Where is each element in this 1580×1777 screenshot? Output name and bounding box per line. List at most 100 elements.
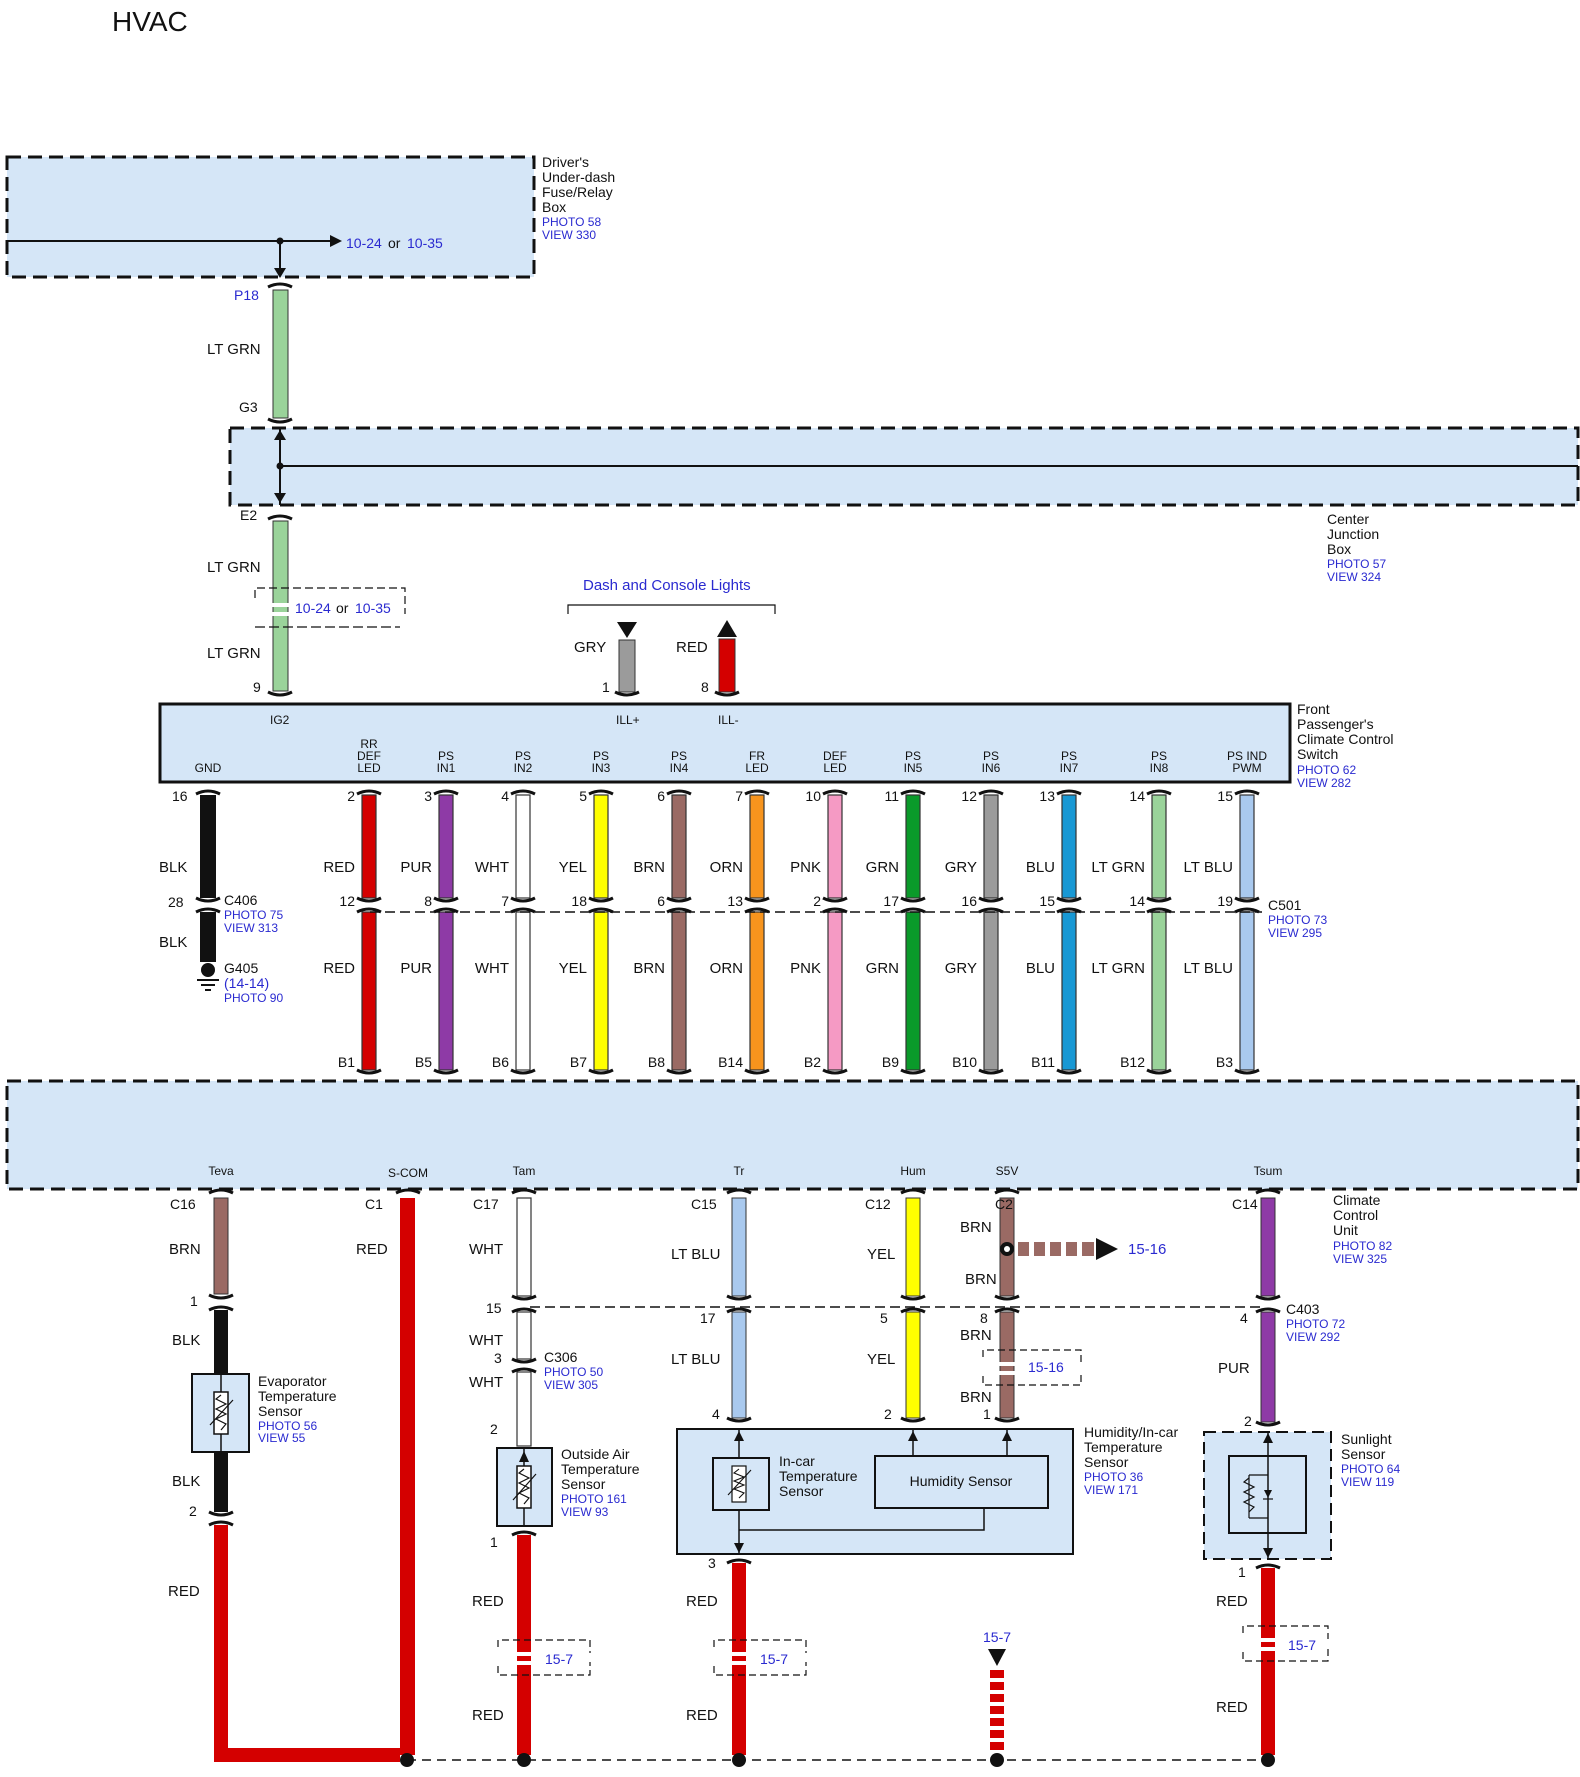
- s5v-wire-2: BRN: [965, 1271, 997, 1288]
- evap-view-link[interactable]: VIEW 55: [258, 1431, 306, 1445]
- dash-lights-red-pin: 8: [701, 679, 709, 695]
- ccu-pin-number: B2: [804, 1054, 821, 1070]
- switch-terminal-label: PS IND: [1227, 749, 1267, 763]
- wire-color-label: WHT: [475, 960, 509, 977]
- c501-pin-number: 6: [657, 893, 665, 909]
- g405-photo-link[interactable]: PHOTO 90: [224, 991, 283, 1005]
- wire-color-label: PUR: [400, 960, 432, 977]
- outside-air-wire-5: RED: [472, 1707, 504, 1724]
- outside-air-sensor-circuit: 15-7 C17 WHT 15 WHT 3 C306 PHOTO 50 VIEW…: [469, 1188, 640, 1755]
- g405-ref-link[interactable]: (14-14): [224, 975, 269, 991]
- fuse-box-label-4: Box: [542, 199, 566, 215]
- fuse-box-photo-link[interactable]: PHOTO 58: [542, 215, 601, 229]
- wire-color-label: PUR: [400, 859, 432, 876]
- evap-photo-link[interactable]: PHOTO 56: [258, 1419, 317, 1433]
- fuse-box-view-link[interactable]: VIEW 330: [542, 228, 596, 242]
- switch-terminal-label: PWM: [1232, 761, 1261, 775]
- switch-pin-number: 5: [579, 788, 587, 804]
- signal-wire-lower: [361, 911, 377, 1071]
- c501-connector: C501 PHOTO 73 VIEW 295: [370, 897, 1327, 940]
- humidity-gnd-pin-3: 3: [708, 1555, 716, 1571]
- c406-view-link[interactable]: VIEW 313: [224, 921, 278, 935]
- ccu-scom-label: S-COM: [388, 1166, 428, 1180]
- sunlight-view-link[interactable]: VIEW 119: [1341, 1475, 1394, 1489]
- outside-air-ref-link[interactable]: 15-7: [545, 1651, 573, 1667]
- sunlight-ref-link[interactable]: 15-7: [1288, 1637, 1316, 1653]
- switch-pin-number: 4: [501, 788, 509, 804]
- hum-pin-2: 2: [884, 1406, 892, 1422]
- junction-box-photo-link[interactable]: PHOTO 57: [1327, 557, 1386, 571]
- fuse-box-ref-a[interactable]: 10-24: [346, 235, 382, 251]
- humidity-sensor-circuit: C15 LT BLU 17 LT BLU 4 C12 YEL 5 YEL 2 1…: [671, 1188, 1178, 1755]
- outside-air-photo-link[interactable]: PHOTO 161: [561, 1492, 627, 1506]
- evap-label-3: Sensor: [258, 1403, 303, 1419]
- ig2-ref-a[interactable]: 10-24: [295, 600, 331, 616]
- ccu-photo-link[interactable]: PHOTO 82: [1333, 1239, 1392, 1253]
- ig2-wire-color-mid: LT GRN: [207, 559, 261, 576]
- switch-pin-number: 2: [347, 788, 355, 804]
- gnd-pin-top: 16: [172, 788, 188, 804]
- dash-lights-link[interactable]: Dash and Console Lights: [583, 577, 751, 594]
- sunlight-wire-3: RED: [1216, 1593, 1248, 1610]
- c306-view-link[interactable]: VIEW 305: [544, 1378, 598, 1392]
- signal-wire-lower: [438, 911, 454, 1071]
- junction-box-view-link[interactable]: VIEW 324: [1327, 570, 1381, 584]
- wire-color-label: BRN: [633, 859, 665, 876]
- wire-color-label: RED: [323, 960, 355, 977]
- s5v-ref-link[interactable]: 15-16: [1128, 1241, 1166, 1258]
- ig2-wire-color-upper: LT GRN: [207, 341, 261, 358]
- signal-wire-upper: [1061, 794, 1077, 899]
- c403-view-link[interactable]: VIEW 292: [1286, 1330, 1340, 1344]
- signal-wire-lower: [515, 911, 531, 1071]
- tr-pin-4: 4: [712, 1406, 720, 1422]
- switch-pin-number: 14: [1129, 788, 1145, 804]
- switch-terminal-label: LED: [745, 761, 769, 775]
- extra-ground-ref-link[interactable]: 15-7: [983, 1629, 1011, 1645]
- humidity-photo-link[interactable]: PHOTO 36: [1084, 1470, 1143, 1484]
- c501-pin-number: 14: [1129, 893, 1145, 909]
- ig2-ref-b[interactable]: 10-35: [355, 600, 391, 616]
- evap-wire-4: RED: [168, 1583, 200, 1600]
- wire-color-label: PNK: [790, 859, 821, 876]
- outside-air-wire-1: WHT: [469, 1241, 503, 1258]
- evap-wire-2: BLK: [172, 1332, 200, 1349]
- s5v-wire-4: BRN: [960, 1389, 992, 1406]
- sunlight-pin-2: 2: [1244, 1413, 1252, 1429]
- switch-terminal-label: RR: [360, 737, 378, 751]
- humidity-gnd-ref-link[interactable]: 15-7: [760, 1651, 788, 1667]
- c406-photo-link[interactable]: PHOTO 75: [224, 908, 283, 922]
- c403-label: C403: [1286, 1301, 1320, 1317]
- outside-air-label-1: Outside Air: [561, 1446, 630, 1462]
- c501-view-link[interactable]: VIEW 295: [1268, 926, 1322, 940]
- signal-wire-6: FRLEDFRLED7ORN13ORNB14: [710, 749, 770, 1111]
- tr-wire-2: LT BLU: [671, 1351, 720, 1368]
- switch-terminal-label: PS: [905, 749, 921, 763]
- ccu-view-link[interactable]: VIEW 325: [1333, 1252, 1387, 1266]
- c501-pin-number: 17: [883, 893, 899, 909]
- c306-photo-link[interactable]: PHOTO 50: [544, 1365, 603, 1379]
- outside-air-view-link[interactable]: VIEW 93: [561, 1505, 609, 1519]
- tr-terminal-c15: C15: [691, 1196, 717, 1212]
- s5v-ref-link-2[interactable]: 15-16: [1028, 1359, 1064, 1375]
- switch-terminal-label: IN5: [904, 761, 923, 775]
- wire-color-label: GRY: [945, 859, 977, 876]
- switch-photo-link[interactable]: PHOTO 62: [1297, 763, 1356, 777]
- c501-photo-link[interactable]: PHOTO 73: [1268, 913, 1327, 927]
- signal-wire-9: PSIN6PSIN612GRY16GRYB10: [945, 749, 1004, 1111]
- fuse-box-ref-b[interactable]: 10-35: [407, 235, 443, 251]
- sunlight-photo-link[interactable]: PHOTO 64: [1341, 1462, 1400, 1476]
- wire-color-label: PNK: [790, 960, 821, 977]
- outside-air-label-2: Temperature: [561, 1461, 640, 1477]
- switch-terminal-label: PS: [515, 749, 531, 763]
- signal-wire-lower: [1061, 911, 1077, 1071]
- c501-pin-number: 16: [961, 893, 977, 909]
- switch-terminal-label: LED: [357, 761, 381, 775]
- wire-color-label: GRN: [866, 960, 899, 977]
- c403-photo-link[interactable]: PHOTO 72: [1286, 1317, 1345, 1331]
- signal-wire-upper: [438, 794, 454, 899]
- dash-console-lights: Dash and Console Lights GRY 1 RED 8: [567, 577, 776, 697]
- humidity-view-link[interactable]: VIEW 171: [1084, 1483, 1138, 1497]
- ccu-pin-number: B5: [415, 1054, 432, 1070]
- switch-pin-number: 10: [805, 788, 821, 804]
- switch-view-link[interactable]: VIEW 282: [1297, 776, 1351, 790]
